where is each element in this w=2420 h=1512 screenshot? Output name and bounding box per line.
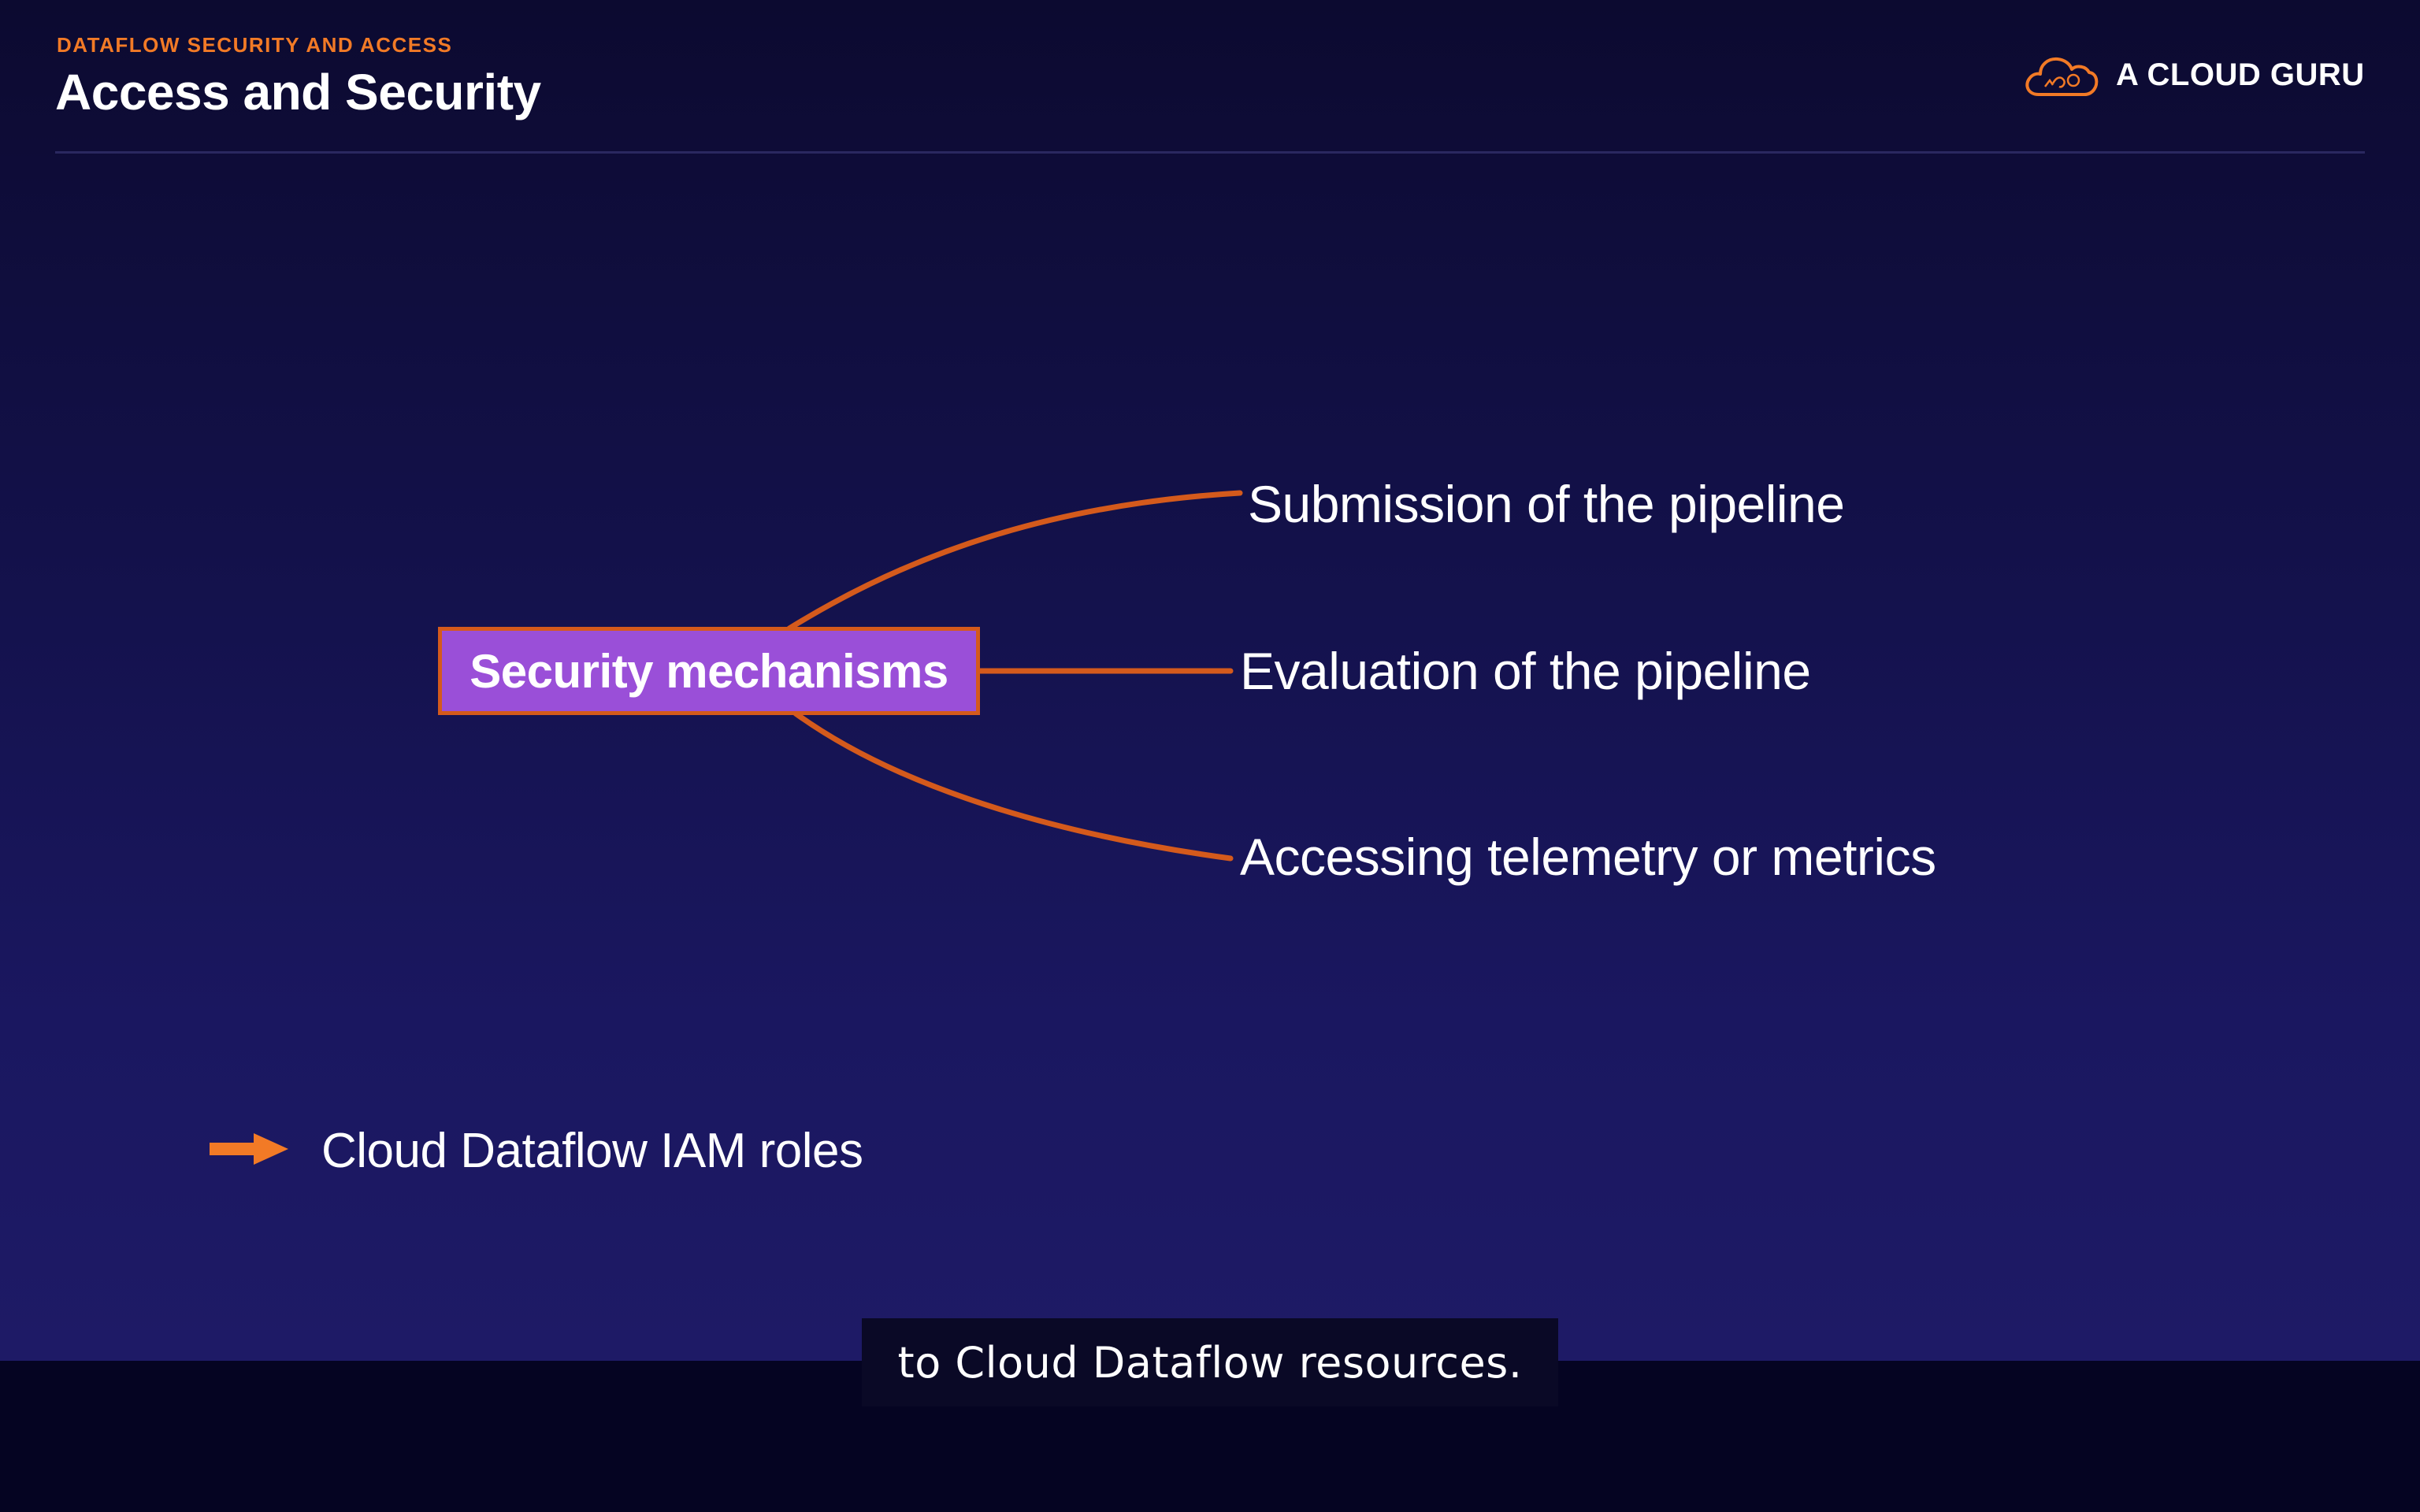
iam-roles-label: Cloud Dataflow IAM roles bbox=[321, 1124, 863, 1178]
brand-logo: A CLOUD GURU bbox=[2021, 49, 2365, 101]
header-divider bbox=[55, 151, 2365, 154]
iam-roles-note: Cloud Dataflow IAM roles bbox=[208, 1123, 863, 1179]
section-eyebrow: DATAFLOW SECURITY AND ACCESS bbox=[57, 33, 453, 57]
cloud-icon bbox=[2021, 49, 2100, 101]
mind-map-connectors bbox=[786, 490, 1243, 862]
connector-telemetry bbox=[792, 710, 1234, 862]
security-mechanisms-label: Security mechanisms bbox=[470, 644, 948, 698]
branch-evaluation: Evaluation of the pipeline bbox=[1240, 642, 1811, 700]
caption-text: to Cloud Dataflow resources. bbox=[897, 1337, 1523, 1388]
subtitle-caption: to Cloud Dataflow resources. bbox=[862, 1318, 1558, 1406]
branch-telemetry: Accessing telemetry or metrics bbox=[1240, 828, 1936, 886]
connector-submission bbox=[786, 490, 1243, 632]
brand-name: A CLOUD GURU bbox=[2116, 57, 2365, 92]
security-mechanisms-node: Security mechanisms bbox=[438, 627, 980, 715]
branch-submission: Submission of the pipeline bbox=[1248, 475, 1845, 533]
arrow-right-icon bbox=[208, 1130, 290, 1172]
slide: DATAFLOW SECURITY AND ACCESS Access and … bbox=[0, 0, 2420, 1361]
slide-title: Access and Security bbox=[55, 64, 541, 120]
